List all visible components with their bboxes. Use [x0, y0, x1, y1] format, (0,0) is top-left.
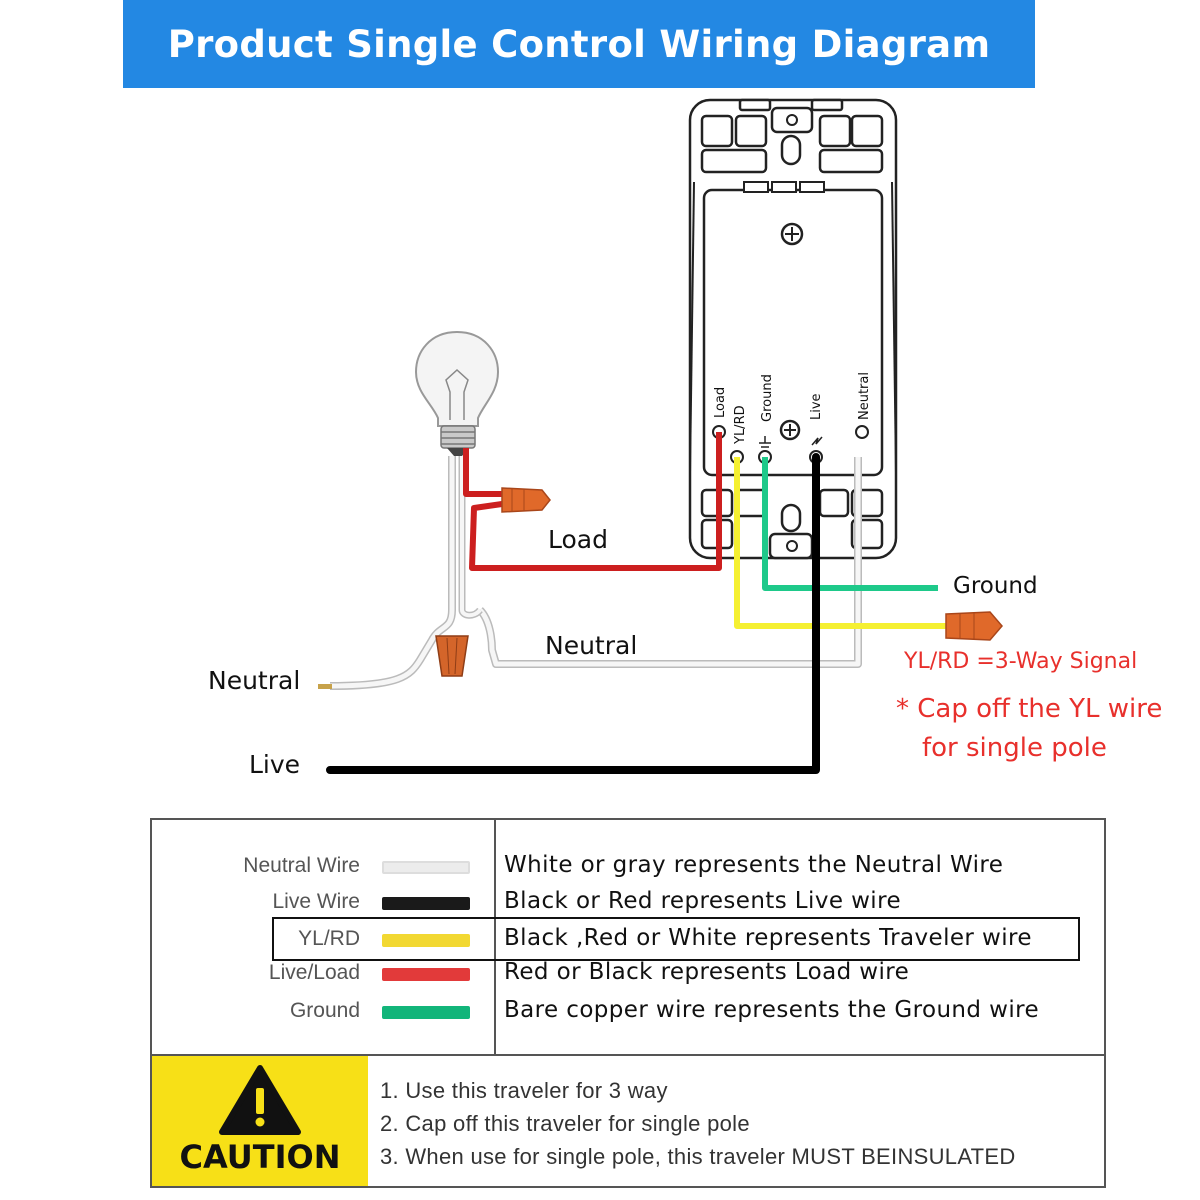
live-wire [326, 453, 820, 774]
traveler-highlight-box [272, 917, 1080, 961]
terminal-label-yl-rd: YL/RD [733, 405, 748, 445]
legend-row: Neutral Wire White or gray represents th… [152, 850, 1106, 886]
neutral-source-label: Neutral [208, 666, 300, 695]
legend-divider [494, 820, 496, 1056]
legend-name: Ground [289, 999, 360, 1022]
load-wire [463, 432, 722, 571]
caution-panel: CAUTION 1. Use this traveler for 3 way 2… [150, 1056, 1106, 1188]
wire-color-legend: Neutral Wire White or gray represents th… [150, 818, 1106, 1056]
legend-name: Live/Load [268, 961, 360, 984]
legend-swatch [382, 1006, 470, 1019]
switch-device: Load YL/RD Ground Live Neutral [688, 98, 898, 560]
terminal-label-ground: Ground [760, 374, 775, 422]
legend-swatch [382, 897, 470, 910]
legend-desc: Red or Black represents Load wire [504, 959, 910, 985]
load-label: Load [548, 525, 608, 554]
screw-icon [780, 222, 804, 246]
light-bulb-icon [414, 330, 500, 456]
traveler-wire [734, 457, 948, 629]
legend-name: YL/RD [298, 927, 360, 950]
neutral-wire [318, 456, 862, 690]
cap-note-line2: for single pole [922, 733, 1107, 763]
ground-label: Ground [953, 573, 1038, 599]
screw-icon [779, 419, 801, 441]
legend-row: Ground Bare copper wire represents the G… [152, 995, 1106, 1031]
legend-row: YL/RD Black ,Red or White represents Tra… [152, 923, 1106, 959]
neutral-label: Neutral [545, 631, 637, 660]
wire-nut-icon [435, 635, 469, 677]
diagram-title: Product Single Control Wiring Diagram [123, 0, 1035, 88]
legend-row: Live Wire Black or Red represents Live w… [152, 886, 1106, 922]
signal-note: YL/RD =3-Way Signal [903, 649, 1137, 674]
legend-desc: Black or Red represents Live wire [504, 888, 901, 914]
caution-item: 3. When use for single pole, this travel… [380, 1144, 1016, 1169]
legend-row: Live/Load Red or Black represents Load w… [152, 957, 1106, 993]
wire-nut-icon [945, 611, 1003, 641]
legend-swatch [382, 934, 470, 947]
caution-sign: CAUTION [152, 1056, 368, 1186]
legend-swatch [382, 861, 470, 874]
caution-item: 2. Cap off this traveler for single pole [380, 1111, 750, 1136]
cap-note-line1: * Cap off the YL wire [896, 694, 1162, 724]
legend-desc: Black ,Red or White represents Traveler … [504, 925, 1032, 951]
live-source-label: Live [249, 750, 300, 779]
wire-nut-icon [501, 487, 551, 513]
legend-desc: Bare copper wire represents the Ground w… [504, 997, 1040, 1023]
caution-list: 1. Use this traveler for 3 way 2. Cap of… [380, 1074, 1016, 1173]
warning-triangle-icon [219, 1065, 301, 1135]
legend-swatch [382, 968, 470, 981]
legend-name: Live Wire [272, 890, 360, 913]
ground-wire [762, 457, 938, 591]
terminal-label-neutral: Neutral [857, 372, 872, 420]
legend-desc: White or gray represents the Neutral Wir… [504, 852, 1004, 878]
terminal-label-load: Load [713, 387, 728, 418]
caution-item: 1. Use this traveler for 3 way [380, 1078, 668, 1103]
legend-name: Neutral Wire [243, 854, 360, 877]
terminal-label-live: Live [809, 393, 824, 420]
caution-label: CAUTION [179, 1138, 341, 1176]
